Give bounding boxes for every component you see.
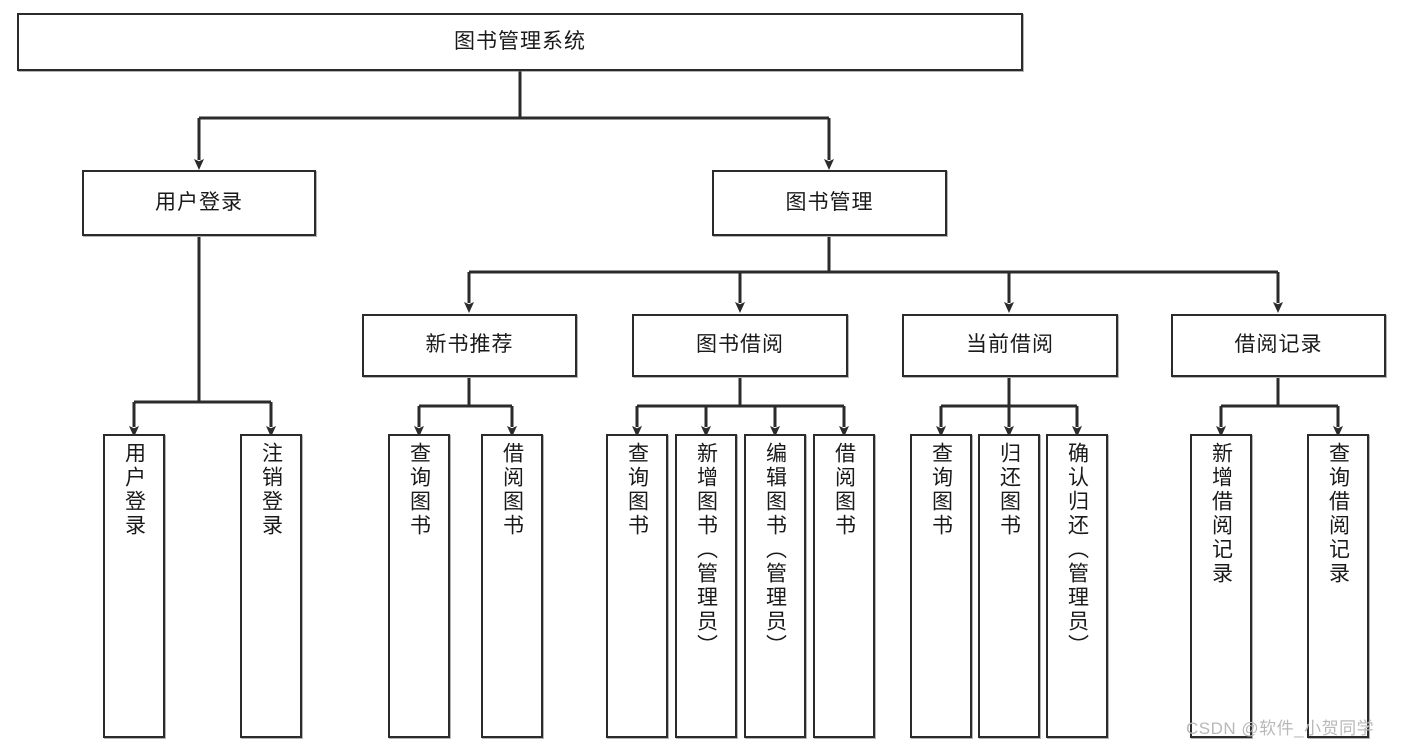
node-label: 归还图书 bbox=[997, 442, 1021, 538]
node-user-login[interactable]: 用户登录 bbox=[82, 170, 316, 236]
node-label: 图书借阅 bbox=[696, 333, 784, 357]
node-label: 新增借阅记录 bbox=[1209, 442, 1233, 586]
leaf-borrow-book[interactable]: 借阅图书 bbox=[813, 434, 875, 738]
leaf-add-book-admin[interactable]: 新增图书（管理员） bbox=[675, 434, 737, 738]
leaf-query-book-recommend[interactable]: 查询图书 bbox=[388, 434, 450, 738]
node-label: 查询图书 bbox=[407, 442, 431, 538]
node-label: 用户登录 bbox=[155, 190, 243, 214]
node-label: 注销登录 bbox=[259, 442, 283, 538]
node-label: 用户登录 bbox=[122, 442, 146, 538]
node-label: 查询图书 bbox=[929, 442, 953, 538]
node-label: 借阅图书 bbox=[500, 442, 524, 538]
node-label: 新增图书（管理员） bbox=[694, 442, 718, 658]
node-book-borrow[interactable]: 图书借阅 bbox=[632, 314, 848, 377]
node-label: 查询图书 bbox=[625, 442, 649, 538]
node-label: 编辑图书（管理员） bbox=[763, 442, 787, 658]
leaf-return-book[interactable]: 归还图书 bbox=[978, 434, 1040, 738]
node-borrow-record[interactable]: 借阅记录 bbox=[1171, 314, 1386, 377]
node-label: 当前借阅 bbox=[966, 333, 1054, 357]
node-label: 借阅图书 bbox=[832, 442, 856, 538]
node-new-book-recommend[interactable]: 新书推荐 bbox=[362, 314, 577, 377]
node-book-management[interactable]: 图书管理 bbox=[712, 170, 947, 236]
leaf-query-book-current[interactable]: 查询图书 bbox=[910, 434, 972, 738]
node-label: 新书推荐 bbox=[425, 333, 514, 357]
node-label: 图书管理系统 bbox=[454, 29, 586, 53]
leaf-add-borrow-record[interactable]: 新增借阅记录 bbox=[1190, 434, 1252, 738]
node-label: 图书管理 bbox=[785, 190, 874, 214]
leaf-borrow-book-recommend[interactable]: 借阅图书 bbox=[481, 434, 543, 738]
leaf-query-book-borrow[interactable]: 查询图书 bbox=[606, 434, 668, 738]
node-label: 确认归还（管理员） bbox=[1065, 442, 1089, 658]
leaf-logout[interactable]: 注销登录 bbox=[240, 434, 302, 738]
leaf-confirm-return-admin[interactable]: 确认归还（管理员） bbox=[1046, 434, 1108, 738]
leaf-edit-book-admin[interactable]: 编辑图书（管理员） bbox=[744, 434, 806, 738]
leaf-query-borrow-record[interactable]: 查询借阅记录 bbox=[1307, 434, 1369, 738]
node-current-borrow[interactable]: 当前借阅 bbox=[902, 314, 1118, 377]
node-label: 查询借阅记录 bbox=[1326, 442, 1350, 586]
node-label: 借阅记录 bbox=[1234, 333, 1323, 357]
csdn-watermark: CSDN @软件_小贺同学 bbox=[1186, 719, 1375, 738]
node-root-book-management-system[interactable]: 图书管理系统 bbox=[17, 13, 1023, 71]
leaf-user-login[interactable]: 用户登录 bbox=[103, 434, 165, 738]
